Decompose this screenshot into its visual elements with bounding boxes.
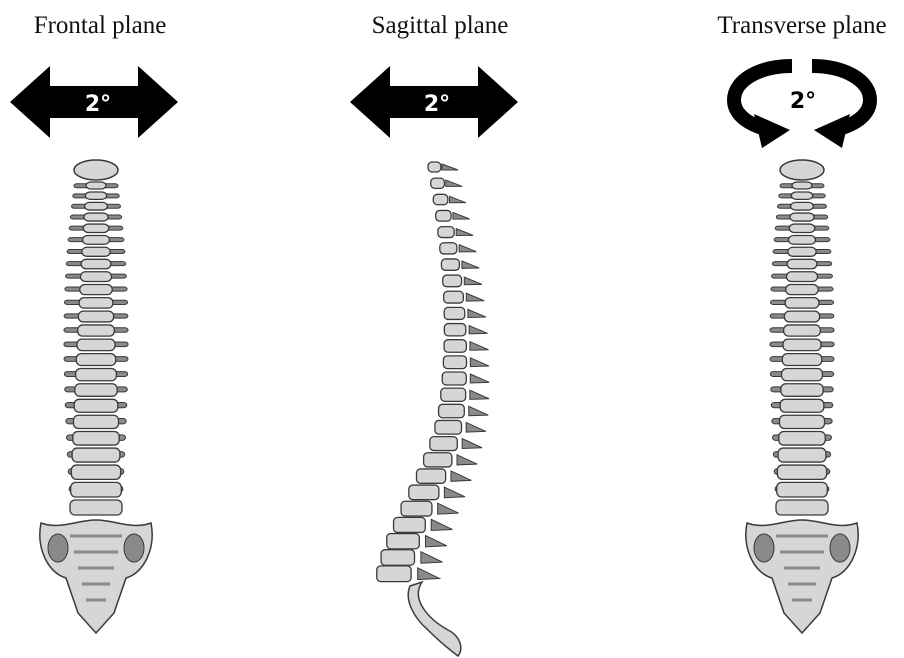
frontal-spine-illustration <box>0 0 200 658</box>
sagittal-plane-panel: Sagittal plane 2° <box>340 0 540 658</box>
frontal-plane-panel: Frontal plane 2° <box>0 0 200 658</box>
sagittal-spine-illustration <box>340 0 540 658</box>
transverse-spine-illustration <box>700 0 904 658</box>
transverse-plane-panel: Transverse plane 2° <box>700 0 904 658</box>
